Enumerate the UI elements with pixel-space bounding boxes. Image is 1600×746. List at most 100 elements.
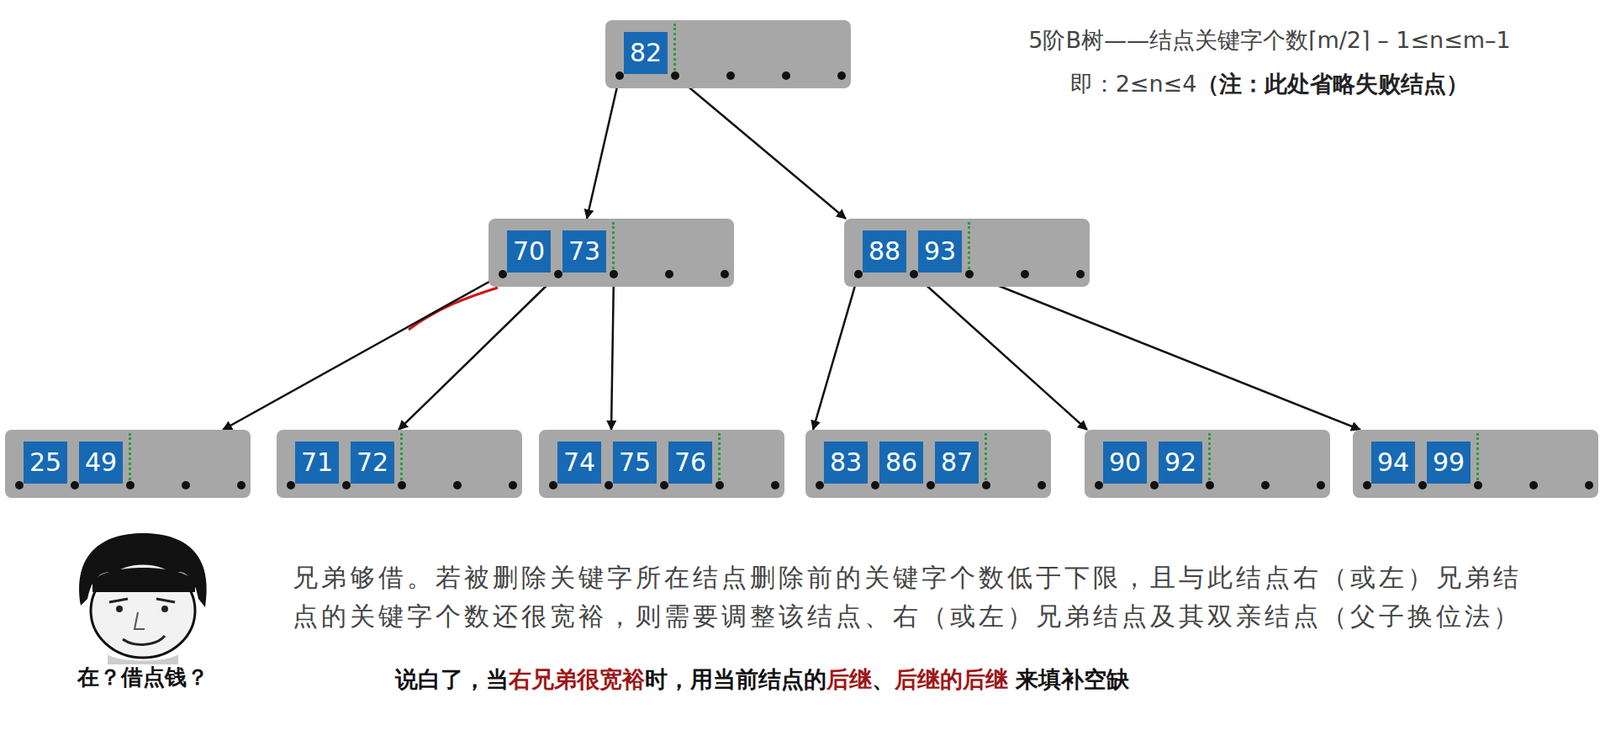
pointer-dot [1037, 480, 1046, 490]
pointer-dot [70, 480, 80, 490]
pointer-dot [837, 71, 846, 80]
range-note: 即：2≤n≤4（注：此处省略失败结点） [950, 68, 1590, 99]
key-box: 49 [79, 441, 123, 484]
key-box: 74 [557, 441, 602, 484]
pointer-dot [181, 480, 191, 490]
pointer-dot [781, 71, 791, 80]
separator-line [718, 433, 721, 486]
rule-note: 5阶B树——结点关键字个数⌈m/2⌉ – 1≤n≤m–1 [950, 25, 1590, 55]
key-box: 70 [506, 230, 551, 273]
pointer-dot [554, 269, 563, 279]
key-box: 83 [823, 441, 868, 484]
pointer-dot [15, 480, 24, 490]
key-box: 71 [295, 441, 339, 484]
annotation-stroke [408, 287, 498, 330]
note-text: （注：此处省略失败结点） [1196, 70, 1469, 97]
note-text: 在？借点钱？ [77, 664, 209, 690]
highlight-text: 右兄弟很宽裕 [508, 665, 645, 692]
pointer-dot [342, 480, 351, 490]
pointer-dot [609, 269, 618, 279]
pointer-dot [508, 480, 518, 490]
pointer-dot [1094, 480, 1104, 490]
child-pointer-arrow [611, 274, 614, 430]
child-pointer-arrow [969, 274, 1361, 430]
pointer-dot [720, 269, 729, 279]
meme-caption: 在？借点钱？ [50, 662, 236, 692]
btree-node: 838687 [805, 429, 1051, 498]
pointer-dot [1316, 480, 1326, 490]
separator-line [967, 221, 971, 275]
key-box: 75 [612, 441, 657, 484]
child-pointer-arrow [913, 274, 1088, 430]
separator-line [673, 23, 676, 76]
note-text: 即：2≤n≤4 [1070, 70, 1198, 97]
pointer-dot [1418, 480, 1427, 490]
highlight-text: 后继 [826, 665, 872, 692]
note-text: 时，用当前结点的 [644, 665, 827, 692]
pointer-dot [909, 269, 919, 279]
child-pointer-arrow [586, 75, 620, 219]
pointer-dot [615, 71, 624, 80]
pointer-dot [498, 269, 507, 279]
pointer-dot [665, 269, 674, 279]
note-text: 说白了，当 [395, 665, 509, 692]
btree-node: 9499 [1352, 429, 1599, 498]
btree-node: 7172 [276, 429, 523, 498]
pointer-dot [871, 480, 880, 490]
pointer-dot [726, 71, 735, 80]
key-box: 82 [623, 31, 668, 74]
pointer-dot [1076, 269, 1085, 279]
pointer-dot [854, 269, 863, 279]
btree-node: 90 92 [1084, 429, 1331, 498]
pointer-dot [126, 480, 135, 490]
note-text: 兄弟够借。若被删除关键字所在结点删除前的关键字个数低于下限，且与此结点右（或左）… [292, 562, 1522, 631]
btree-node: 88 93 [844, 218, 1090, 287]
btree-node: 747576 [538, 429, 785, 498]
child-pointer-arrow [675, 75, 846, 219]
pointer-dot [1584, 480, 1594, 490]
pointer-dot [770, 480, 780, 490]
key-box: 88 [862, 230, 907, 273]
key-box: 73 [562, 230, 607, 273]
pointer-dot [453, 480, 462, 490]
highlight-text: 后继的后继 [894, 665, 1009, 692]
btree-node: 25 49 [5, 429, 251, 498]
rule-paragraph: 兄弟够借。若被删除关键字所在结点删除前的关键字个数低于下限，且与此结点右（或左）… [292, 558, 1537, 636]
pointer-dot [815, 480, 824, 490]
key-box: 93 [918, 230, 962, 273]
pointer-dot [286, 480, 296, 490]
pointer-dot [715, 480, 724, 490]
pointer-dot [549, 480, 558, 490]
note-text: 、 [871, 665, 895, 692]
key-box: 86 [879, 441, 924, 484]
child-pointer-arrow [222, 274, 503, 430]
pointer-dot [965, 269, 974, 279]
separator-line [1208, 433, 1211, 486]
pointer-dot [1473, 480, 1483, 490]
key-box: 94 [1371, 441, 1416, 484]
pointer-dot [1261, 480, 1270, 490]
separator-line [128, 433, 132, 486]
btree-node: 82 [605, 20, 851, 89]
key-box: 92 [1158, 441, 1203, 484]
pointer-dot [1150, 480, 1159, 490]
btree-node: 70 73 [488, 218, 734, 287]
note-text: 5阶B树——结点关键字个数⌈m/2⌉ – 1≤n≤m–1 [1028, 26, 1511, 53]
key-box: 25 [23, 441, 68, 484]
separator-line [1476, 433, 1479, 486]
separator-line [612, 221, 615, 275]
pointer-dot [1529, 480, 1538, 490]
pointer-dot [604, 480, 613, 490]
pointer-dot [1020, 269, 1030, 279]
pointer-dot [982, 480, 991, 490]
pointer-dot [660, 480, 669, 490]
pointer-dot [1205, 480, 1215, 490]
note-text: 来填补空缺 [1008, 665, 1130, 692]
key-box: 90 [1103, 441, 1147, 484]
meme-face [68, 531, 221, 665]
child-pointer-arrow [813, 274, 859, 430]
pointer-dot [926, 480, 935, 490]
key-box: 99 [1426, 441, 1471, 484]
